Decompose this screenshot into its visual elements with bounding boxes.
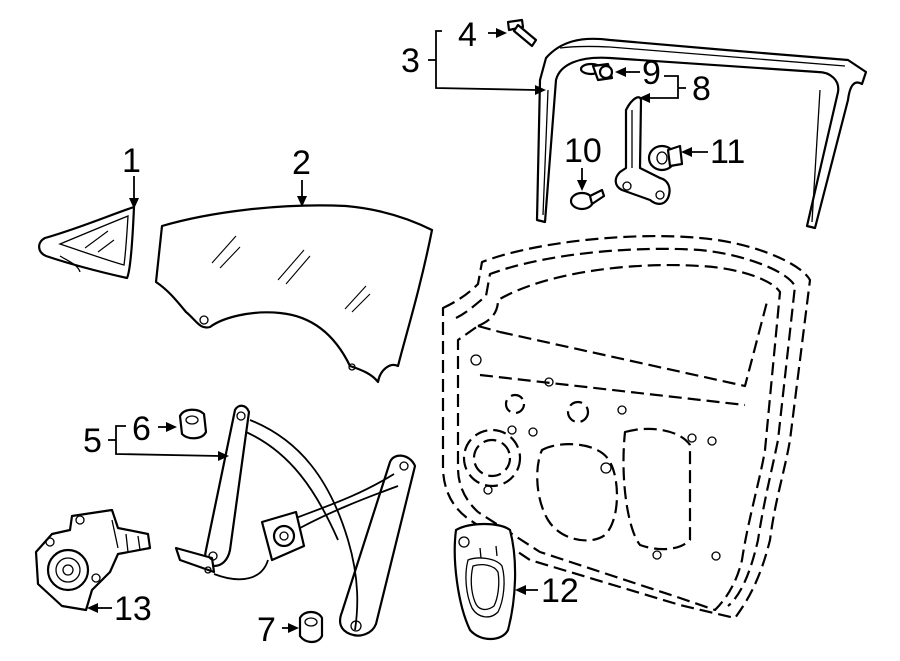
quarter-glass bbox=[38, 205, 136, 280]
callout-6: 6 bbox=[132, 410, 151, 448]
clip-9 bbox=[579, 62, 614, 82]
push-pin-10 bbox=[569, 188, 606, 211]
regulator-motor-13 bbox=[34, 508, 152, 612]
window-regulator-5 bbox=[174, 404, 417, 637]
nut-6 bbox=[178, 408, 208, 440]
access-cover-12 bbox=[453, 522, 517, 641]
callout-3: 3 bbox=[401, 42, 420, 80]
nut-7 bbox=[298, 610, 324, 644]
door-glass bbox=[154, 204, 434, 384]
callout-8: 8 bbox=[692, 70, 711, 108]
callout-7: 7 bbox=[257, 611, 276, 649]
callout-12: 12 bbox=[541, 572, 579, 610]
screw-4 bbox=[506, 18, 538, 48]
run-channel-frame bbox=[535, 37, 868, 230]
callout-4: 4 bbox=[458, 16, 477, 54]
door-shell bbox=[441, 234, 812, 620]
callout-1: 1 bbox=[122, 142, 141, 180]
callout-11: 11 bbox=[710, 133, 745, 171]
callout-2: 2 bbox=[292, 144, 311, 182]
callout-9: 9 bbox=[642, 54, 661, 92]
callout-5: 5 bbox=[83, 422, 102, 460]
callout-13: 13 bbox=[114, 590, 152, 628]
callout-10: 10 bbox=[564, 132, 602, 170]
grommet-11 bbox=[647, 144, 684, 172]
